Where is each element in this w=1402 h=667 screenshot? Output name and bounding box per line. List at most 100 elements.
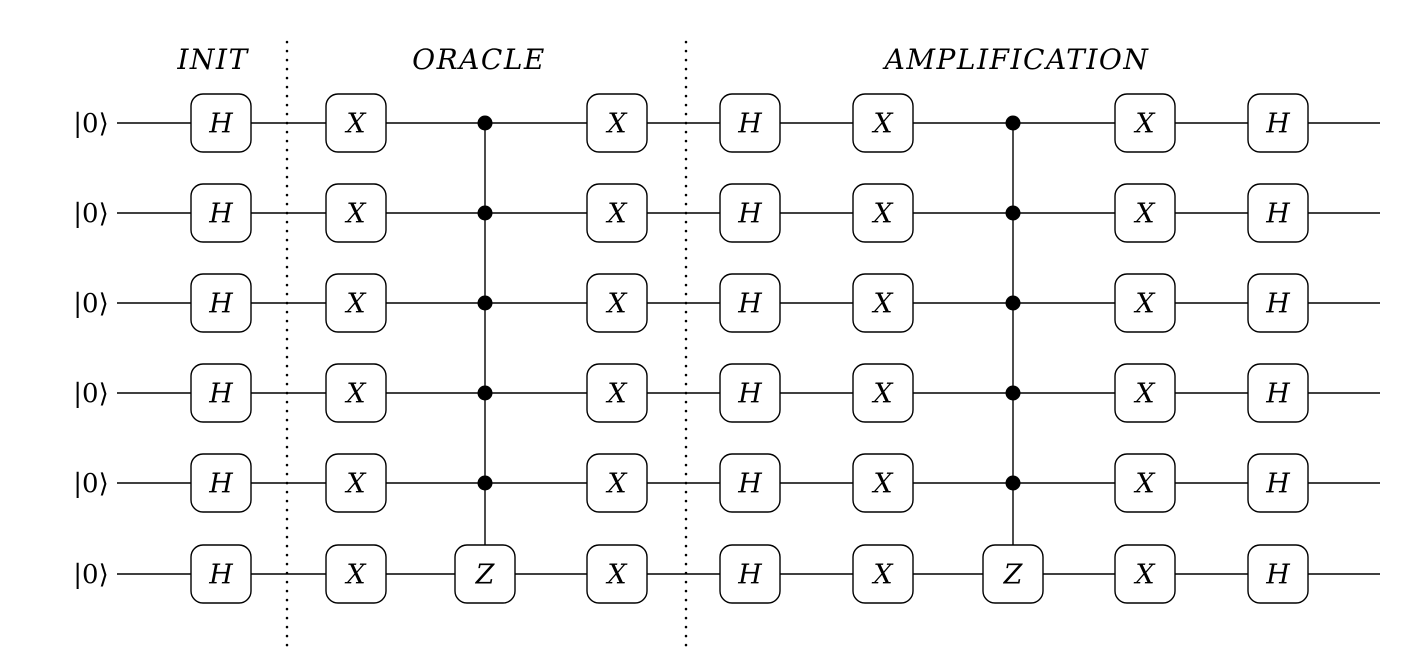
gate-label: X xyxy=(605,199,628,230)
gate-label: X xyxy=(344,469,367,500)
control-dot xyxy=(1005,295,1021,311)
gate-label: X xyxy=(871,289,894,320)
gate-box xyxy=(190,93,252,153)
gate-box xyxy=(852,453,914,513)
gate-label: X xyxy=(344,199,367,230)
gate-label: H xyxy=(1265,199,1290,230)
control-dot xyxy=(477,295,493,311)
gate-label: H xyxy=(737,560,762,591)
gate-box xyxy=(325,363,387,423)
gate-label: X xyxy=(605,560,628,591)
gate-box xyxy=(190,453,252,513)
gate-box xyxy=(586,273,648,333)
qubit-label-1: |0⟩ xyxy=(73,199,108,229)
gate-box xyxy=(190,183,252,243)
qubit-label-3: |0⟩ xyxy=(73,379,108,409)
section-label-amplification: AMPLIFICATION xyxy=(884,43,1150,76)
gate-box xyxy=(1114,93,1176,153)
control-dot xyxy=(1005,115,1021,131)
gate-label: X xyxy=(344,289,367,320)
gate-label: H xyxy=(737,379,762,410)
gate-box xyxy=(190,544,252,604)
gate-box xyxy=(719,93,781,153)
gate-label: H xyxy=(208,379,233,410)
gate-label: X xyxy=(871,560,894,591)
gate-box xyxy=(1114,363,1176,423)
gate-box xyxy=(325,273,387,333)
gate-label: X xyxy=(605,379,628,410)
gate-box xyxy=(719,183,781,243)
gate-box xyxy=(454,544,516,604)
gate-box xyxy=(982,544,1044,604)
gate-box xyxy=(719,453,781,513)
gate-box xyxy=(190,363,252,423)
gate-box xyxy=(852,544,914,604)
gate-box xyxy=(586,544,648,604)
control-dot xyxy=(477,115,493,131)
gate-label: H xyxy=(737,109,762,140)
gate-box xyxy=(852,273,914,333)
gate-label: X xyxy=(344,109,367,140)
gate-box xyxy=(719,273,781,333)
qubit-label-2: |0⟩ xyxy=(73,289,108,319)
gate-label: H xyxy=(208,109,233,140)
gate-box xyxy=(1247,544,1309,604)
gate-label: X xyxy=(871,379,894,410)
gate-label: X xyxy=(1133,469,1156,500)
control-dot xyxy=(477,475,493,491)
gate-label: X xyxy=(1133,109,1156,140)
gate-label: H xyxy=(1265,109,1290,140)
gate-box xyxy=(1114,183,1176,243)
gate-box xyxy=(1247,273,1309,333)
gate-box xyxy=(1247,453,1309,513)
gate-label: X xyxy=(605,469,628,500)
gate-box xyxy=(1114,544,1176,604)
control-dot xyxy=(477,385,493,401)
control-dot xyxy=(1005,385,1021,401)
gate-box xyxy=(719,363,781,423)
control-dot xyxy=(1005,205,1021,221)
gate-label: X xyxy=(871,199,894,230)
gate-box xyxy=(586,183,648,243)
qubit-label-4: |0⟩ xyxy=(73,469,108,499)
gate-box xyxy=(1114,273,1176,333)
gate-label: X xyxy=(605,289,628,320)
gate-label: H xyxy=(1265,379,1290,410)
gate-label: X xyxy=(1133,560,1156,591)
gate-label: H xyxy=(208,469,233,500)
section-label-init: INIT xyxy=(177,43,249,76)
gate-label: H xyxy=(1265,469,1290,500)
gate-box xyxy=(1247,183,1309,243)
gate-label: H xyxy=(1265,560,1290,591)
gate-box xyxy=(852,93,914,153)
gate-label: H xyxy=(208,560,233,591)
gate-label: X xyxy=(344,379,367,410)
gate-label: H xyxy=(737,199,762,230)
gate-box xyxy=(586,93,648,153)
gate-box xyxy=(325,93,387,153)
gate-box xyxy=(1247,93,1309,153)
gate-label: X xyxy=(871,109,894,140)
gate-box xyxy=(325,544,387,604)
qubit-label-5: |0⟩ xyxy=(73,560,108,590)
gate-box xyxy=(586,453,648,513)
gate-box xyxy=(852,363,914,423)
gate-label: X xyxy=(605,109,628,140)
gate-box xyxy=(190,273,252,333)
control-dot xyxy=(1005,475,1021,491)
gate-label: H xyxy=(208,289,233,320)
gate-label: X xyxy=(1133,199,1156,230)
gate-box xyxy=(1247,363,1309,423)
gate-label: X xyxy=(1133,289,1156,320)
gate-label: Z xyxy=(1003,560,1024,591)
gate-label: Z xyxy=(475,560,496,591)
gate-label: X xyxy=(1133,379,1156,410)
gate-label: X xyxy=(344,560,367,591)
gate-box xyxy=(719,544,781,604)
gate-label: H xyxy=(737,289,762,320)
gate-label: H xyxy=(1265,289,1290,320)
gate-box xyxy=(1114,453,1176,513)
gate-box xyxy=(325,183,387,243)
section-label-oracle: ORACLE xyxy=(412,43,546,76)
